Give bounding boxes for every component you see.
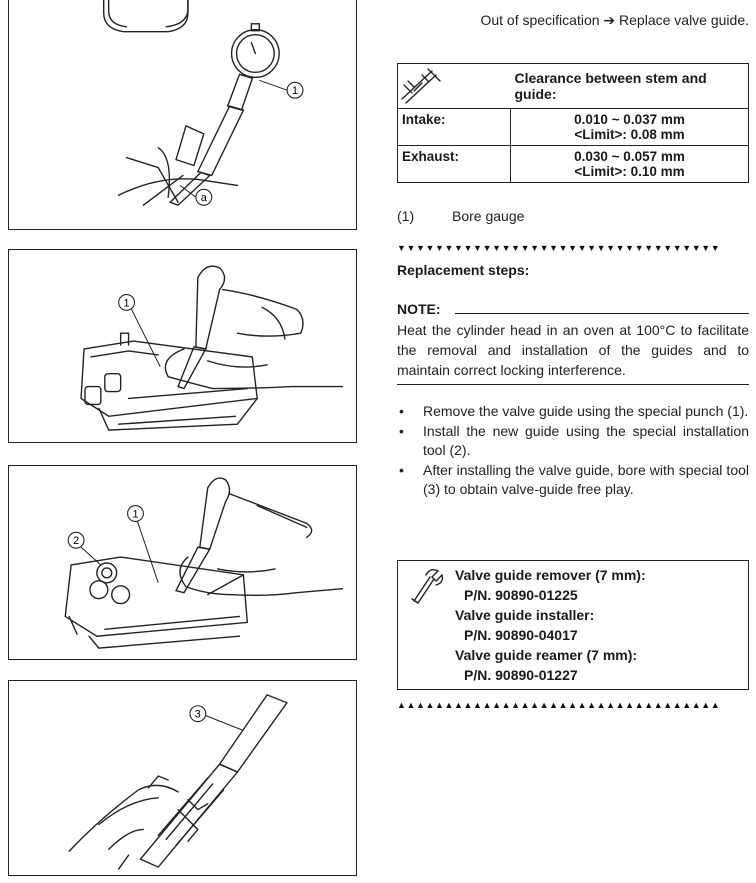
bore-gauge-note-text: Bore gauge (452, 208, 525, 224)
callout-label: a (201, 192, 208, 204)
install-guide-illustration: 1 2 (64, 477, 344, 649)
spec-row-limit: <Limit>: 0.08 mm (574, 127, 685, 142)
list-item: After installing the valve guide, bore w… (397, 461, 749, 500)
tool-part-number: P/N. 90890-01227 (464, 667, 578, 683)
callout-circle (118, 293, 136, 311)
spec-row-label: Exhaust: (397, 145, 511, 183)
spec-row-value-cell: 0.010 ~ 0.037 mm <Limit>: 0.08 mm (510, 108, 749, 146)
spec-table-header: Clearance between stem and guide: (397, 63, 749, 109)
callout-label: 1 (132, 508, 138, 520)
figure-remove-guide: 1 (8, 249, 357, 443)
section-start-marker: ▼▼▼▼▼▼▼▼▼▼▼▼▼▼▼▼▼▼▼▼▼▼▼▼▼▼▼▼▼▼▼▼▼▼ (397, 243, 721, 253)
note-heading: NOTE: (397, 301, 749, 317)
figure-reamer: 3 (8, 680, 357, 876)
figure-install-guide: 1 2 (8, 465, 357, 660)
procedure-steps-list: Remove the valve guide using the special… (397, 402, 749, 500)
bore-gauge-illustration: 1 a (102, 0, 304, 207)
reamer-illustration: 3 (68, 694, 289, 870)
spec-row-exhaust: Exhaust: 0.030 ~ 0.057 mm <Limit>: 0.10 … (397, 145, 749, 183)
replacement-steps-heading: Replacement steps: (397, 262, 530, 278)
list-item: Remove the valve guide using the special… (397, 402, 749, 422)
note-rule (454, 313, 749, 314)
tool-part-number: P/N. 90890-04017 (464, 627, 578, 643)
callout-circle (189, 705, 207, 723)
tool-name: Valve guide installer: (455, 607, 595, 623)
spec-row-limit: <Limit>: 0.10 mm (574, 164, 685, 179)
callout-label: 2 (73, 535, 79, 547)
note-label: NOTE: (397, 301, 441, 317)
callout-circle (67, 531, 85, 549)
spec-row-value: 0.010 ~ 0.037 mm (574, 112, 685, 127)
special-tools-box: Valve guide remover (7 mm): P/N. 90890-0… (397, 560, 749, 690)
out-of-spec-text: Out of specification ➔ Replace valve gui… (480, 12, 749, 28)
caliper-icon (401, 67, 441, 104)
clearance-spec-table: Clearance between stem and guide: Intake… (397, 63, 749, 183)
note-end-rule (397, 384, 749, 385)
list-item: Install the new guide using the special … (397, 422, 749, 461)
spec-row-value: 0.030 ~ 0.057 mm (574, 149, 685, 164)
tool-name: Valve guide reamer (7 mm): (455, 647, 638, 663)
callout-label: 1 (292, 85, 298, 97)
figure-bore-gauge: 1 a (8, 0, 357, 230)
bore-gauge-note-number: (1) (397, 208, 415, 224)
callout-label: 1 (124, 297, 130, 309)
wrench-tool-icon (411, 568, 444, 604)
spec-icon-cell (397, 63, 511, 109)
callout-label: 3 (195, 709, 201, 721)
special-tools-list: Valve guide remover (7 mm): P/N. 90890-0… (455, 565, 646, 685)
spec-row-label: Intake: (397, 108, 511, 146)
spec-row-intake: Intake: 0.010 ~ 0.037 mm <Limit>: 0.08 m… (397, 108, 749, 146)
tool-part-number: P/N. 90890-01225 (464, 587, 578, 603)
callout-circle (127, 505, 144, 522)
note-text: Heat the cylinder head in an oven at 100… (397, 322, 749, 378)
bore-gauge-note: (1) Bore gauge (397, 208, 749, 224)
remove-guide-illustration: 1 (80, 265, 344, 431)
tool-name: Valve guide remover (7 mm): (455, 567, 646, 583)
spec-row-value-cell: 0.030 ~ 0.057 mm <Limit>: 0.10 mm (510, 145, 749, 183)
section-end-marker: ▲▲▲▲▲▲▲▲▲▲▲▲▲▲▲▲▲▲▲▲▲▲▲▲▲▲▲▲▲▲▲▲▲▲ (397, 700, 721, 710)
spec-title: Clearance between stem and guide: (510, 63, 749, 109)
